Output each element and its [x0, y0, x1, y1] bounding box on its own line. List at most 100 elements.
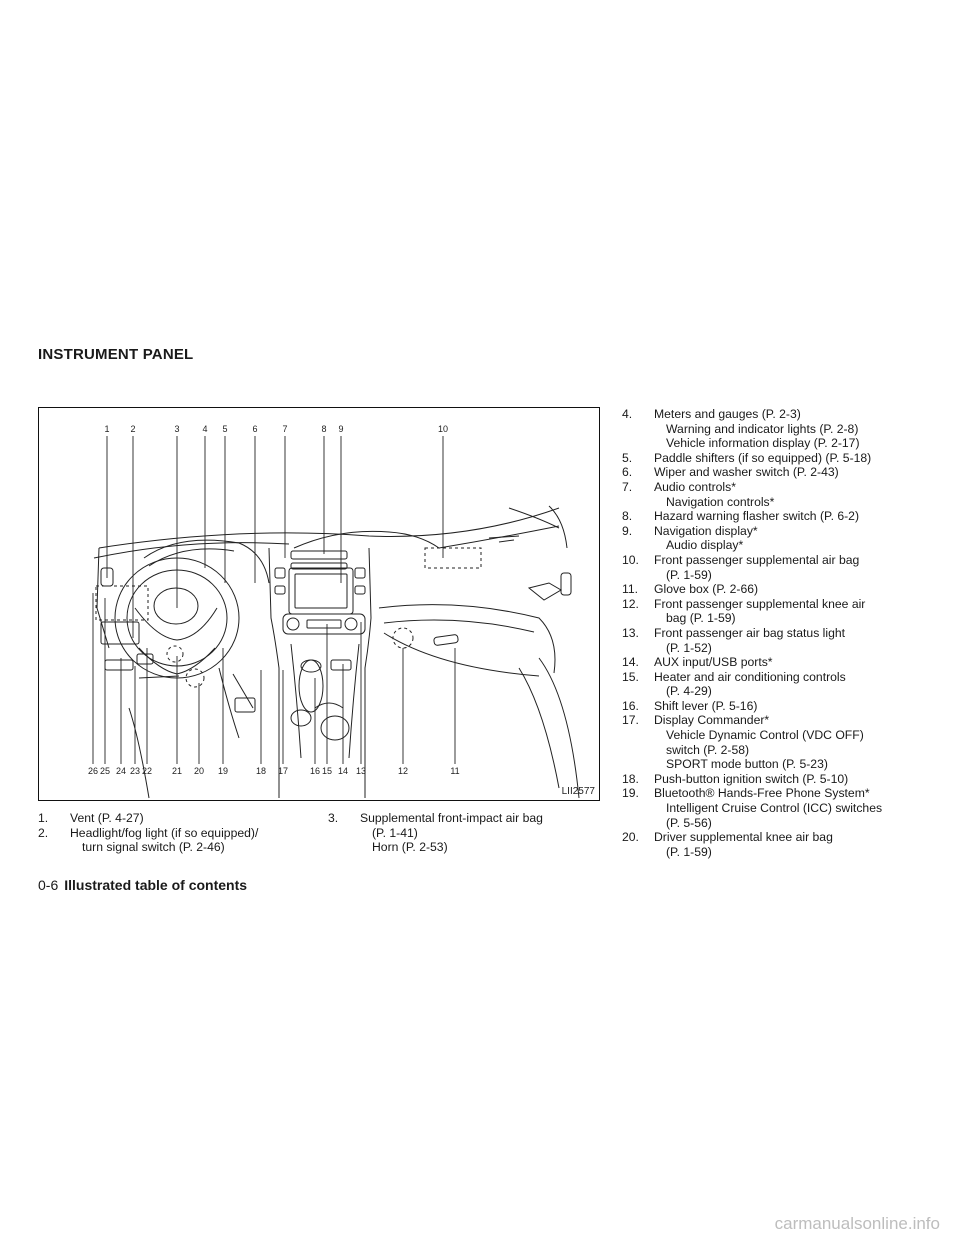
item-text: Meters and gauges (P. 2-3) [654, 407, 801, 421]
list-item: 4. Meters and gauges (P. 2-3)Warning and … [622, 407, 922, 451]
item-text: (P. 1-41) [372, 825, 418, 840]
item-text: switch (P. 2-58) [666, 742, 750, 757]
list-item: 5. Paddle shifters (if so equipped) (P. 5… [622, 451, 922, 466]
list-item: 3. Supplemental front-impact air bag(P. 1… [328, 811, 598, 855]
item-text: Supplemental front-impact air bag [360, 811, 543, 825]
item-number: 7. [622, 479, 633, 494]
list-item: 18. Push-button ignition switch (P. 5-10) [622, 772, 922, 787]
callout-label: 4 [202, 424, 207, 434]
callout-label: 26 [88, 766, 98, 776]
list-item: 15. Heater and air conditioning controls(… [622, 670, 922, 699]
callout-label: 18 [256, 766, 266, 776]
callout-label: 8 [321, 424, 326, 434]
item-text: bag (P. 1-59) [666, 611, 736, 626]
item-text: Glove box (P. 2-66) [654, 582, 759, 597]
item-number: 9. [622, 523, 633, 538]
item-text: (P. 4-29) [666, 684, 712, 699]
item-text: Display Commander* [654, 713, 770, 728]
list-item: 9. Navigation display*Audio display* [622, 524, 922, 553]
list-item: 8.Hazard warning flasher switch (P. 6-2) [622, 509, 922, 524]
section-title: INSTRUMENT PANEL [38, 346, 194, 363]
item-number: 16. [622, 698, 639, 713]
list-item: 10. Front passenger supplemental air bag(… [622, 553, 922, 582]
list-item: 14. AUX input/USB ports* [622, 655, 922, 670]
item-text: AUX input/USB ports* [654, 655, 773, 670]
item-text: Navigation controls* [666, 494, 775, 509]
page-footer: 0-6 Illustrated table of contents [38, 877, 247, 893]
list-item: 20. Driver supplemental knee air bag(P. 1… [622, 830, 922, 859]
item-text: SPORT mode button (P. 5-23) [666, 757, 828, 772]
item-number: 5. [622, 450, 633, 465]
item-text: Navigation display* [654, 523, 758, 538]
callout-label: 6 [252, 424, 257, 434]
callout-label: 3 [174, 424, 179, 434]
item-number: 6. [622, 465, 633, 480]
item-number: 2. [38, 825, 49, 840]
callout-label: 16 [310, 766, 320, 776]
item-number: 4. [622, 407, 633, 421]
item-text: Paddle shifters (if so equipped) (P. 5-1… [654, 450, 872, 465]
item-number: 15. [622, 669, 639, 684]
figure-code: LII2577 [561, 786, 595, 797]
item-number: 12. [622, 596, 639, 611]
footer-title: Illustrated table of contents [64, 877, 248, 893]
callout-label: 9 [338, 424, 343, 434]
item-text: (P. 1-52) [666, 640, 712, 655]
item-text: Horn (P. 2-53) [372, 840, 448, 855]
list-item: 6. Wiper and washer switch (P. 2-43) [622, 465, 922, 480]
callout-label: 2 [130, 424, 135, 434]
list-item: 13. Front passenger air bag status light(… [622, 626, 922, 655]
callout-label: 25 [100, 766, 110, 776]
callout-label: 5 [222, 424, 227, 434]
callout-label: 17 [278, 766, 288, 776]
item-text: (P. 1-59) [666, 567, 712, 582]
item-text: Audio display* [666, 538, 744, 553]
item-list-col1: 1.Vent (P. 4-27)2. Headlight/fog light (i… [38, 811, 308, 855]
item-text: Vehicle Dynamic Control (VDC OFF) [666, 728, 864, 743]
item-text: Audio controls* [654, 479, 736, 494]
page-number: 0-6 [38, 877, 59, 893]
callout-label: 11 [450, 766, 459, 776]
item-text: Heater and air conditioning controls [654, 669, 846, 684]
list-item: 11. Glove box (P. 2-66) [622, 582, 922, 597]
item-text: Wiper and washer switch (P. 2-43) [654, 465, 839, 480]
callout-label: 13 [356, 766, 366, 776]
callout-label: 15 [322, 766, 332, 776]
callout-label: 1 [104, 424, 109, 434]
watermark: carmanualsonline.info [774, 1214, 940, 1233]
item-text: Shift lever (P. 5-16) [654, 698, 758, 713]
item-text: Bluetooth® Hands-Free Phone System* [654, 786, 870, 801]
item-number: 20. [622, 830, 639, 845]
callout-label: 23 [130, 766, 140, 776]
item-number: 3. [328, 811, 339, 825]
list-item: 2. Headlight/fog light (if so equipped)/t… [38, 826, 308, 855]
item-text: Front passenger air bag status light [654, 625, 846, 640]
list-item: 16. Shift lever (P. 5-16) [622, 699, 922, 714]
item-text: Warning and indicator lights (P. 2-8) [666, 421, 859, 436]
item-text: turn signal switch (P. 2-46) [82, 840, 225, 855]
item-text: Hazard warning flasher switch (P. 6-2) [654, 509, 860, 524]
item-text: Driver supplemental knee air bag [654, 830, 833, 845]
item-number: 10. [622, 552, 639, 567]
list-item: 7. Audio controls*Navigation controls* [622, 480, 922, 509]
item-text: Front passenger supplemental air bag [654, 552, 860, 567]
item-number: 19. [622, 786, 639, 801]
list-item: 12.Front passenger supplemental knee air… [622, 597, 922, 626]
callout-label: 19 [218, 766, 228, 776]
item-number: 18. [622, 771, 639, 786]
item-text: Push-button ignition switch (P. 5-10) [654, 771, 849, 786]
item-text: Headlight/fog light (if so equipped)/ [70, 825, 259, 840]
item-number: 11. [622, 582, 639, 597]
item-text: (P. 1-59) [666, 844, 712, 859]
item-text: Vent (P. 4-27) [70, 811, 144, 825]
callout-label: 21 [172, 766, 182, 776]
item-number: 13. [622, 625, 639, 640]
item-text: Intelligent Cruise Control (ICC) switche… [666, 801, 883, 816]
item-list-col2: 3. Supplemental front-impact air bag(P. 1… [328, 811, 598, 855]
callout-label: 24 [116, 766, 126, 776]
list-item: 1.Vent (P. 4-27) [38, 811, 308, 826]
item-number: 14. [622, 655, 639, 670]
item-text: (P. 5-56) [666, 815, 712, 830]
